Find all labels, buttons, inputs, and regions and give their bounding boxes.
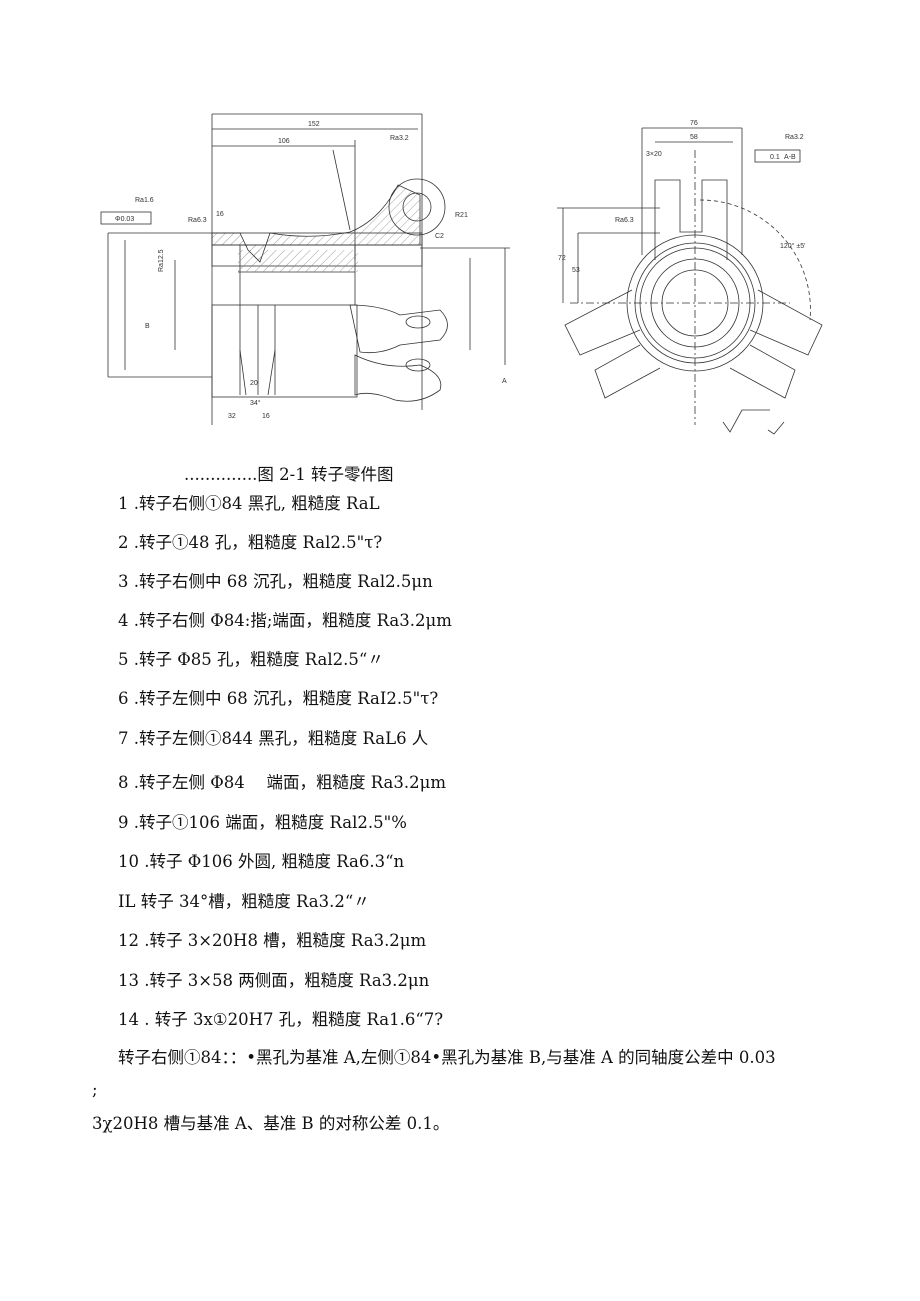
datum-paragraph: 转子右侧①84：：•黑孔为基准 A,左侧①84•黑孔为基准 B,与基准 A 的同… <box>118 1048 776 1067</box>
coaxiality-value: Φ0.03 <box>115 216 134 223</box>
dim-20: 20 <box>250 380 258 387</box>
roughness-label: Ra3.2 <box>390 135 409 142</box>
dim-32: 32 <box>228 413 236 420</box>
symmetry-datum: A-B <box>784 154 796 161</box>
dim-72: 72 <box>558 255 566 262</box>
dim-34deg: 34° <box>250 399 261 407</box>
list-item: 10 .转子 Φ106 外圆, 粗糙度 Ra6.3“n <box>118 852 405 871</box>
list-item: 5 .转子 Φ85 孔，粗糙度 Ral2.5“〃 <box>118 650 384 669</box>
roughness-label: Ra1.6 <box>135 197 154 204</box>
dim-16: 16 <box>216 211 224 218</box>
list-item: 7 .转子左侧①844 黑孔，粗糙度 RaL6 人 <box>118 729 429 748</box>
list-item: 3 .转子右侧中 68 沉孔，粗糙度 Ral2.5μn <box>118 572 433 591</box>
dim-152: 152 <box>308 121 320 128</box>
roughness-label-ra12-5: Ra12.5 <box>158 249 165 272</box>
datum-b: B <box>145 323 150 330</box>
roughness-label: Ra6.3 <box>188 217 207 224</box>
dim-r21: R21 <box>455 212 468 219</box>
dim-106: 106 <box>278 138 290 145</box>
symmetry-value: 0.1 <box>770 154 780 161</box>
symmetry-paragraph: 3χ20H8 槽与基准 A、基准 B 的对称公差 0.1。 <box>92 1114 450 1133</box>
figure-caption: ..............图 2-1 转子零件图 <box>184 465 394 484</box>
left-section-view <box>100 113 510 425</box>
roughness-symbol-icon <box>722 409 785 435</box>
dim-3x20: 3×20 <box>646 151 662 158</box>
list-item: 13 .转子 3×58 两侧面，粗糙度 Ra3.2μn <box>118 971 430 990</box>
list-item: 12 .转子 3×20H8 槽，粗糙度 Ra3.2μm <box>118 931 427 950</box>
dim-c2: C2 <box>435 233 444 240</box>
list-item: IL 转子 34°槽，粗糙度 Ra3.2“〃 <box>118 892 370 911</box>
right-end-view <box>557 127 823 425</box>
dim-angle: 120° ±5' <box>780 242 806 250</box>
list-item: 4 .转子右侧 Φ84:揩;端面，粗糙度 Ra3.2μm <box>118 611 452 630</box>
dim-16b: 16 <box>262 413 270 420</box>
datum-paragraph-continuation: ; <box>92 1080 98 1099</box>
list-item: 2 .转子①48 孔，粗糙度 Ral2.5"τ? <box>118 533 383 552</box>
list-item: 14 . 转子 3x①20H7 孔，粗糙度 Ra1.6“7? <box>118 1010 444 1029</box>
rotor-part-drawing: 152 106 Ra3.2 Ra1.6 Ra6.3 Ra12.5 16 20 3… <box>100 113 823 435</box>
list-item: 1 .转子右侧①84 黑孔, 粗糙度 RaL <box>118 494 380 513</box>
dim-53: 53 <box>572 267 580 274</box>
roughness-label: Ra6.3 <box>615 217 634 224</box>
list-item: 8 .转子左侧 Φ84 端面，粗糙度 Ra3.2μm <box>118 773 446 792</box>
datum-a: A <box>502 378 507 385</box>
roughness-label: Ra3.2 <box>785 134 804 141</box>
list-item: 6 .转子左侧中 68 沉孔，粗糙度 RaI2.5"τ? <box>118 689 439 708</box>
list-item: 9 .转子①106 端面，粗糙度 Ral2.5"% <box>118 813 407 832</box>
drawing-dimension-labels: 152 106 Ra3.2 Ra1.6 Ra6.3 Ra12.5 16 20 3… <box>115 120 806 420</box>
dim-58: 58 <box>690 134 698 141</box>
dim-76: 76 <box>690 120 698 127</box>
